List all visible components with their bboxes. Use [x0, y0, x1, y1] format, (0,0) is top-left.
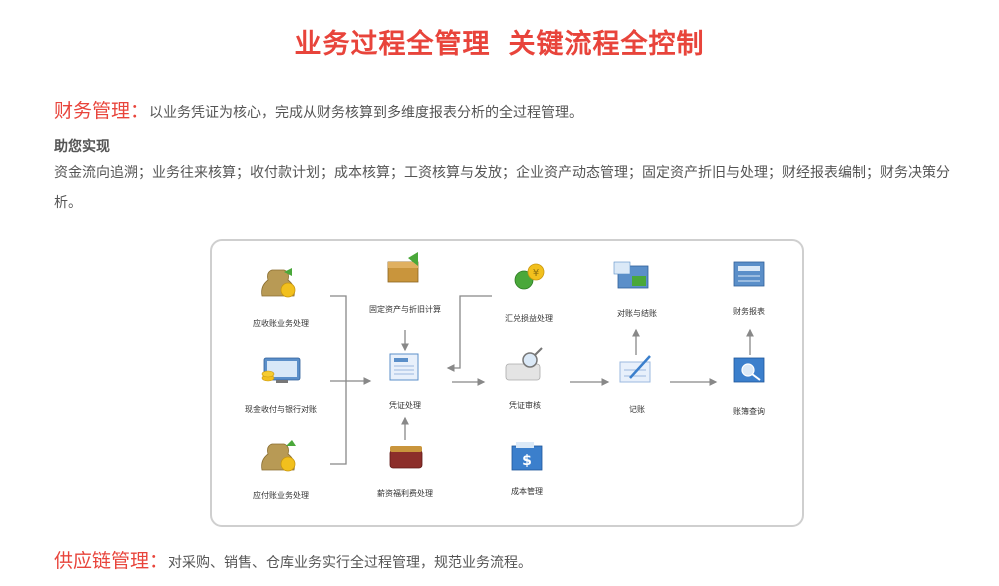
node-fixed-asset: 固定资产与折旧计算	[369, 305, 441, 314]
supply-section: 供应链管理：对采购、销售、仓库业务实行全过程管理，规范业务流程。	[54, 546, 532, 573]
finance-features: 资金流向追溯；业务往来核算；收付款计划；成本核算；工资核算与发放；企业资产动态管…	[54, 165, 950, 211]
finance-heading: 财务管理：	[54, 100, 150, 122]
node-voucher: 凭证处理	[389, 401, 421, 410]
node-cash: 现金收付与银行对账	[245, 405, 317, 414]
title-part1: 业务过程全管理	[294, 29, 491, 60]
search-book-icon	[733, 357, 765, 383]
box-icon	[387, 252, 419, 283]
money-bag-icon	[261, 440, 296, 472]
node-receivable: 应收账业务处理	[253, 319, 309, 328]
finance-subheading: 助您实现	[54, 139, 110, 155]
node-exchange: 汇兑损益处理	[505, 314, 553, 323]
page-title: 业务过程全管理关键流程全控制	[0, 22, 999, 61]
report-icon	[733, 261, 765, 287]
node-ledger: 账簿查询	[733, 407, 765, 416]
currency-exchange-icon: ¥	[514, 263, 545, 290]
svg-text:¥: ¥	[533, 268, 539, 279]
svg-text:$: $	[522, 453, 532, 469]
finance-section: 财务管理：以业务凭证为核心，完成从财务核算到多维度报表分析的全过程管理。	[54, 96, 583, 123]
node-reconcile: 对账与结账	[617, 309, 657, 318]
ledger-book-icon	[613, 261, 649, 289]
wallet-icon	[389, 446, 423, 469]
node-posting: 记账	[629, 405, 645, 414]
node-audit: 凭证审核	[509, 401, 541, 410]
flow-diagram-frame	[210, 239, 804, 527]
node-salary: 薪资福利费处理	[377, 489, 433, 498]
monitor-coins-icon	[261, 357, 301, 383]
node-cost: 成本管理	[511, 487, 543, 496]
pen-document-icon	[619, 355, 651, 383]
supply-description: 对采购、销售、仓库业务实行全过程管理，规范业务流程。	[168, 555, 533, 571]
node-payable: 应付账业务处理	[253, 491, 309, 500]
dollar-document-icon: $	[511, 442, 543, 471]
magnifier-icon	[505, 347, 543, 381]
finance-description: 以业务凭证为核心，完成从财务核算到多维度报表分析的全过程管理。	[149, 105, 584, 121]
money-bag-icon	[261, 268, 296, 298]
supply-heading: 供应链管理：	[54, 550, 169, 572]
title-part2: 关键流程全控制	[508, 29, 705, 60]
document-icon	[389, 353, 419, 381]
node-report: 财务报表	[733, 307, 765, 316]
